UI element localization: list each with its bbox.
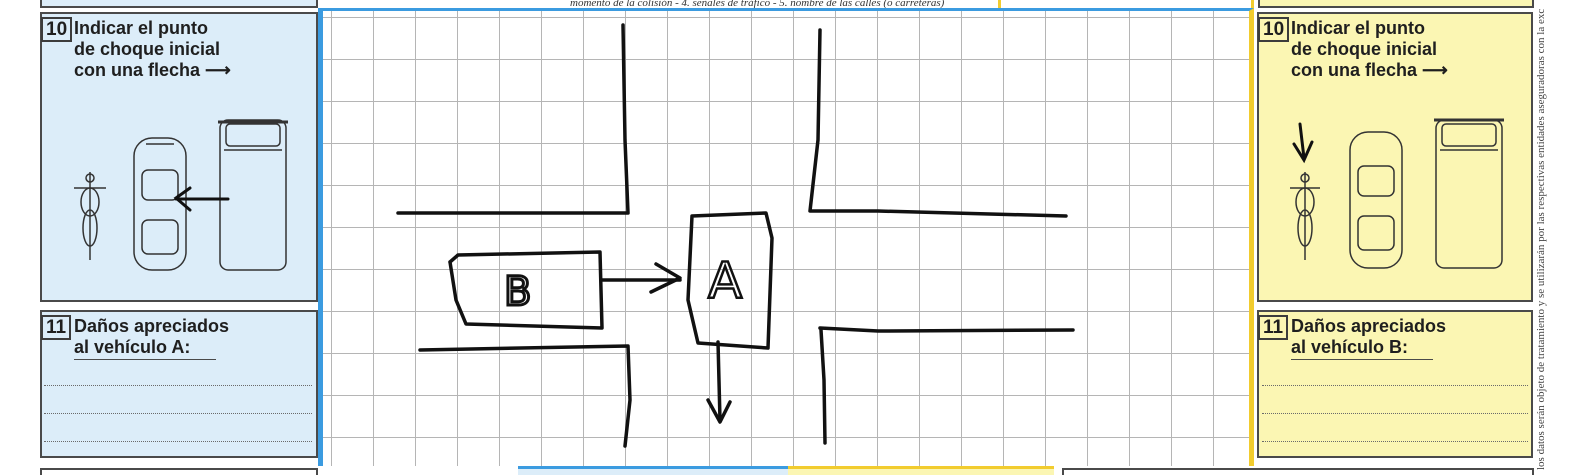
right-section-10-line2: de choque inicial <box>1291 39 1438 59</box>
arrow-a-down <box>716 340 722 422</box>
right-section-11-line2: al vehículo B: <box>1291 337 1409 357</box>
left-section-11-number: 11 <box>41 315 72 340</box>
impact-arrow-icon <box>1292 122 1314 164</box>
truck-icon <box>218 119 288 271</box>
left-section-11-underline <box>74 359 216 360</box>
bottom-strip-yellow <box>788 466 1054 475</box>
right-damage-line[interactable] <box>1262 385 1528 386</box>
truck-icon <box>1434 118 1504 269</box>
road-edge-bottom-right <box>818 326 1075 333</box>
left-section-10-number: 10 <box>41 17 73 42</box>
left-vehicle-pictograms <box>74 119 288 271</box>
top-strip-right <box>1258 0 1534 8</box>
road-edge-bottom-left <box>418 344 632 448</box>
bottom-strip-left <box>40 468 318 475</box>
left-section-10-line2: de choque inicial <box>74 39 221 59</box>
car-icon <box>133 137 187 271</box>
road-edge-top-right <box>808 28 1068 218</box>
right-section-10-line1: Indicar el punto <box>1291 18 1426 38</box>
right-section-11-underline <box>1291 359 1433 360</box>
bottom-strip-right <box>1062 468 1534 475</box>
left-section-11-line1: Daños apreciados <box>74 316 230 336</box>
road-edge-top-left <box>396 23 630 215</box>
vehicle-b-label: B <box>504 269 531 315</box>
vehicle-a-label: A <box>708 252 742 310</box>
right-section-11-number: 11 <box>1258 315 1289 340</box>
right-section-10-number: 10 <box>1258 17 1290 42</box>
left-section-11-line2: al vehículo A: <box>74 337 191 357</box>
top-strip-left <box>40 0 318 8</box>
vehicle-b-box <box>448 250 604 330</box>
arrow-right-icon: ⟶ <box>205 60 231 80</box>
top-note: momento de la colisión - 4. señales de t… <box>570 0 945 9</box>
left-section-10-panel <box>40 12 318 302</box>
left-damage-line[interactable] <box>44 441 312 442</box>
left-section-10-line1: Indicar el punto <box>74 18 209 38</box>
arrow-right-icon: ⟶ <box>1422 60 1448 80</box>
car-icon <box>1349 131 1403 269</box>
bottom-strip-blue <box>518 466 788 475</box>
right-section-10-line3: con una flecha ⟶ <box>1291 60 1448 80</box>
vehicle-a-box <box>686 211 774 350</box>
motorcycle-icon <box>74 172 106 260</box>
sketch-area[interactable] <box>318 8 1254 466</box>
right-section-11-panel <box>1257 310 1533 458</box>
right-damage-line[interactable] <box>1262 413 1528 414</box>
right-vehicle-pictograms <box>1290 118 1504 269</box>
left-section-11-panel <box>40 310 318 458</box>
impact-arrow-icon <box>173 186 230 212</box>
left-damage-line[interactable] <box>44 385 312 386</box>
right-damage-line[interactable] <box>1262 441 1528 442</box>
left-section-10-line3: con una flecha ⟶ <box>74 60 231 80</box>
side-legal-text: los datos serán objeto de tratamiento y … <box>1535 8 1547 470</box>
right-section-11-line1: Daños apreciados <box>1291 316 1447 336</box>
motorcycle-icon <box>1290 172 1320 260</box>
road-edge-bottom-right-vertical <box>819 328 827 445</box>
left-damage-line[interactable] <box>44 413 312 414</box>
accident-sketch: B A <box>396 23 1075 448</box>
